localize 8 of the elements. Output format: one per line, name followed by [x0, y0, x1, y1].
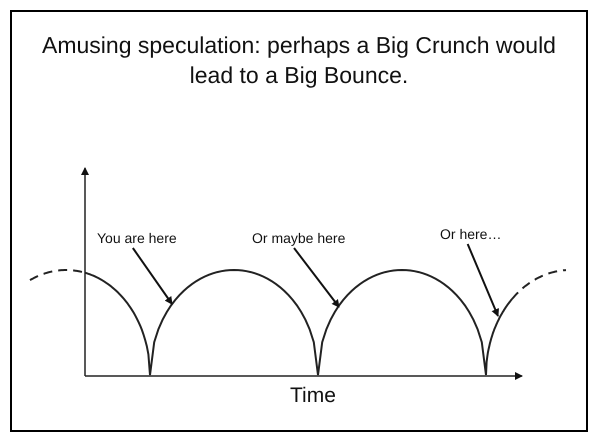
- callout-label: Or maybe here: [252, 230, 346, 246]
- axis-label: Time: [290, 384, 336, 408]
- leader-arrow: [132, 247, 173, 305]
- leader-arrow: [466, 244, 499, 317]
- callout-label: Or here…: [440, 226, 502, 242]
- leader-arrow: [293, 247, 340, 308]
- title: Amusing speculation: perhaps a Big Crunch would lead to a Big Bounce.: [41, 31, 557, 90]
- callout-label: You are here: [97, 230, 177, 246]
